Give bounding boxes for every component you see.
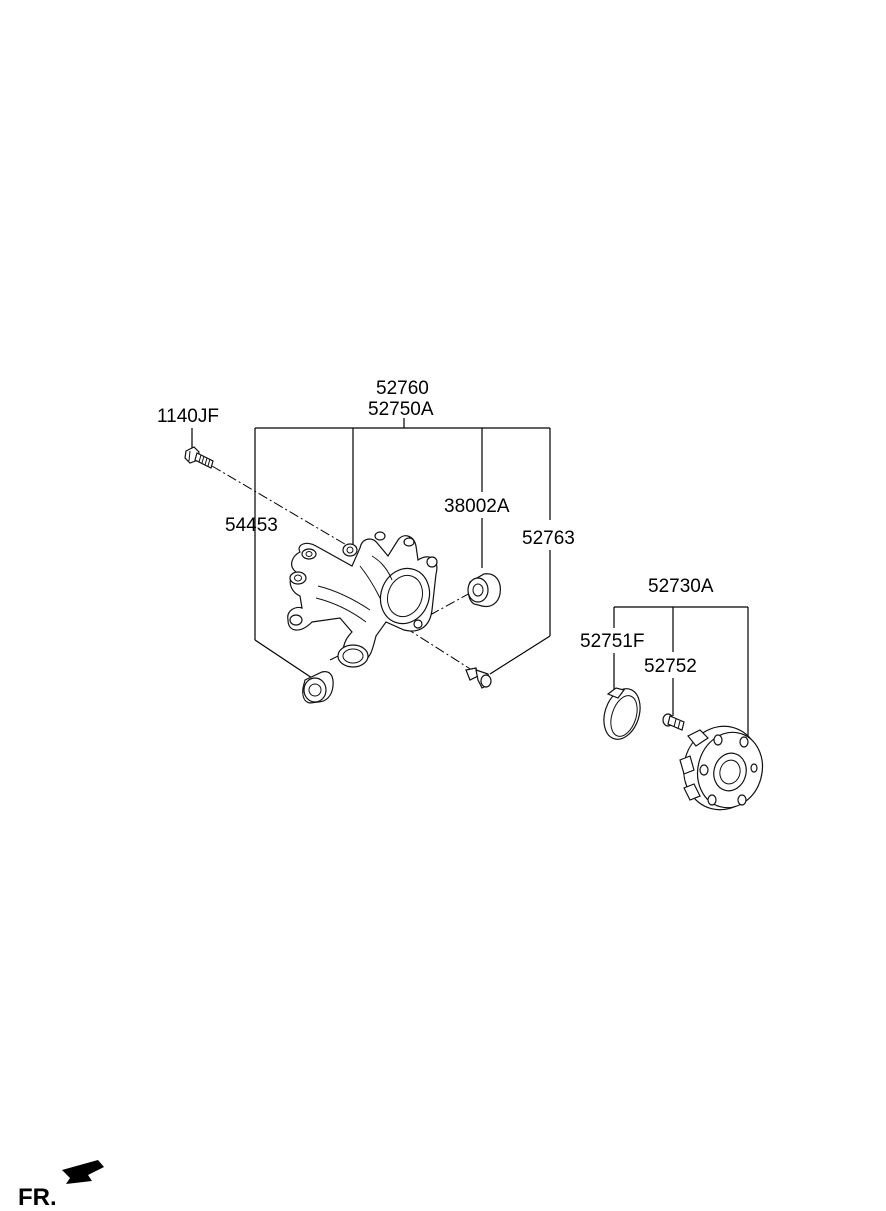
bushing-38002a-icon [467, 573, 501, 608]
bolt-52763-icon [465, 667, 492, 689]
hub-bolt-52752-icon [662, 713, 685, 731]
label-54453: 54453 [225, 515, 278, 536]
hub-assembly-52730a-icon [679, 725, 764, 811]
label-52760: 52760 [376, 378, 429, 399]
label-52763: 52763 [522, 528, 575, 549]
seal-52751f-icon [603, 687, 641, 740]
label-52752: 52752 [644, 656, 697, 677]
bolt-1140jf-icon [184, 446, 214, 469]
label-52751f: 52751F [580, 631, 644, 652]
label-52750a: 52750A [368, 399, 434, 420]
direction-label: FR. [18, 1184, 57, 1211]
label-52730a: 52730A [648, 576, 714, 597]
label-1140jf: 1140JF [157, 406, 219, 427]
knuckle-icon [287, 531, 438, 668]
leader-lines [191, 418, 749, 740]
label-38002a: 38002A [444, 496, 510, 517]
arrow-left-down-icon [62, 1160, 104, 1184]
bushing-54453-icon [302, 671, 334, 704]
